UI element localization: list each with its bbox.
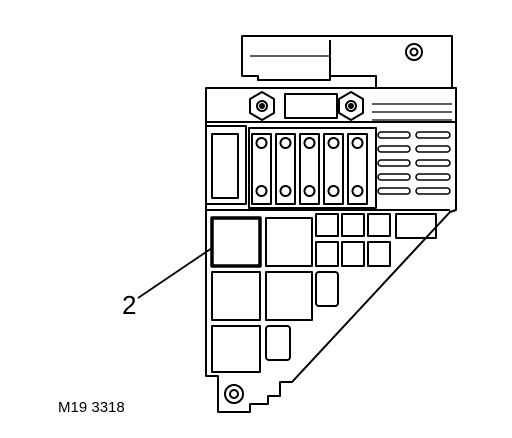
callout-label-2: 2 (122, 290, 137, 320)
maxi-fuse-row (248, 127, 377, 209)
cover-strip (206, 93, 456, 123)
reference-code: M19 3318 (58, 399, 125, 416)
mini-relay-grid (315, 213, 437, 267)
highlighted-relay (210, 216, 262, 268)
maxi-fuse (299, 133, 320, 205)
blade-fuse-bank (377, 131, 451, 195)
lower-rivet (224, 384, 244, 404)
maxi-fuse (251, 133, 272, 205)
maxi-fuse (347, 133, 368, 205)
side-block (206, 125, 247, 205)
housing-outline (205, 87, 457, 413)
mounting-bracket-top (241, 35, 453, 89)
hex-bolt-left (249, 91, 275, 121)
hex-bolt-right (338, 91, 364, 121)
callout-leader-line (137, 247, 213, 299)
maxi-fuse (323, 133, 344, 205)
relay-grid (210, 216, 339, 373)
maxi-fuse (275, 133, 296, 205)
